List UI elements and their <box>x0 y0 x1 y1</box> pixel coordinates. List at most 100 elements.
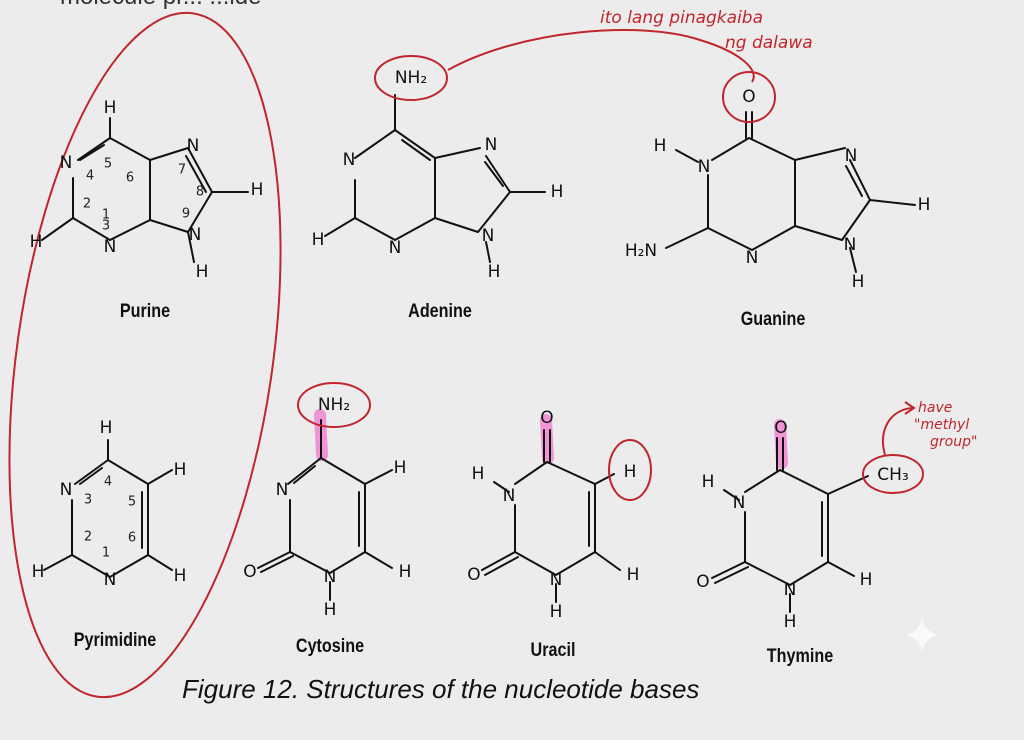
uracil-structure: O H N N O H H H Uracil <box>467 408 652 661</box>
atom-h: H <box>324 600 337 620</box>
atom-n: N <box>343 150 356 170</box>
purine-structure: H N N N N H H H 1 2 3 4 5 6 7 8 9 Purine <box>8 11 282 699</box>
atom-h: H <box>472 464 485 484</box>
atom-n: N <box>550 570 563 590</box>
ring-number: 3 <box>84 493 92 508</box>
methyl-note-arrow <box>882 407 913 456</box>
ring-number: 1 <box>102 208 110 223</box>
atom-h: H <box>551 182 564 202</box>
atom-ch3: CH₃ <box>877 465 908 485</box>
atom-h: H <box>784 612 797 632</box>
guanine-structure: O H N N N N H H H₂N Guanine <box>625 71 931 330</box>
atom-n: N <box>482 226 495 246</box>
atom-n: N <box>503 486 516 506</box>
label-cytosine: Cytosine <box>296 635 364 657</box>
atom-n: N <box>746 248 759 268</box>
note-methyl-line2: "methyl <box>914 417 969 433</box>
atom-n: N <box>187 136 200 156</box>
sparkle-icon <box>906 618 938 652</box>
label-pyrimidine: Pyrimidine <box>74 629 157 651</box>
atom-h: H <box>30 232 43 252</box>
highlight-mark <box>540 414 554 464</box>
thymine-ch3-circle <box>862 454 924 494</box>
atom-h: H <box>394 458 407 478</box>
ring-number: 1 <box>102 546 110 561</box>
uracil-hydrogen-circle <box>608 439 652 501</box>
atom-n: N <box>60 480 73 500</box>
atom-h: H <box>104 98 117 118</box>
atom-n: N <box>389 238 402 258</box>
atom-n: N <box>784 580 797 600</box>
atom-h: H <box>702 472 715 492</box>
figure-caption: Figure 12. Structures of the nucleotide … <box>182 674 699 704</box>
ring-number: 9 <box>182 207 190 222</box>
note-methyl-line3: group" <box>930 434 977 450</box>
atom-nh2: NH₂ <box>318 395 350 415</box>
atom-n: N <box>324 567 337 587</box>
atom-h: H <box>100 418 113 438</box>
atom-n: N <box>733 493 746 513</box>
label-adenine: Adenine <box>408 300 472 322</box>
atom-n: N <box>698 157 711 177</box>
atom-h: H <box>312 230 325 250</box>
atom-n: N <box>104 237 117 257</box>
arrow-head-icon <box>904 401 916 415</box>
atom-h: H <box>196 262 209 282</box>
cytosine-nh2-circle <box>297 382 371 428</box>
atom-n: N <box>189 225 202 245</box>
atom-h: H <box>174 566 187 586</box>
annotation-connector-line <box>447 29 755 83</box>
atom-h: H <box>852 272 865 292</box>
atom-h: H <box>399 562 412 582</box>
note-difference-line1: ito lang pinagkaiba <box>600 8 763 28</box>
thymine-structure: O H N N O H H CH₃ Thymine <box>696 418 924 667</box>
ring-number: 4 <box>104 475 112 490</box>
note-difference-line2: ng dalawa <box>725 33 813 53</box>
atom-h: H <box>174 460 187 480</box>
atom-o: O <box>243 562 256 582</box>
atom-h: H <box>860 570 873 590</box>
atom-o: O <box>696 572 709 592</box>
header-fragment: molecule pr... ...ide <box>60 0 261 10</box>
highlight-mark <box>774 419 788 469</box>
ring-number: 5 <box>104 157 112 172</box>
label-uracil: Uracil <box>531 639 576 661</box>
atom-h: H <box>624 462 637 482</box>
label-purine: Purine <box>120 300 170 322</box>
ring-number: 2 <box>83 197 91 212</box>
atom-n: N <box>845 146 858 166</box>
atom-o: O <box>774 418 787 438</box>
atom-n: N <box>485 135 498 155</box>
atom-h2n: H₂N <box>625 241 657 261</box>
atom-o: O <box>742 87 755 107</box>
atom-n: N <box>60 153 73 173</box>
purine-pyrimidine-circle <box>8 11 282 699</box>
ring-number: 3 <box>102 219 110 234</box>
cytosine-structure: NH₂ N N O H H H Cytosine <box>243 382 412 657</box>
ring-number: 6 <box>128 531 136 546</box>
ring-number: 8 <box>196 185 204 200</box>
adenine-nh2-circle <box>374 55 448 101</box>
ring-number: 2 <box>84 530 92 545</box>
atom-h: H <box>488 262 501 282</box>
atom-o: O <box>467 565 480 585</box>
adenine-structure: NH₂ N N N N H H H Adenine <box>312 55 564 322</box>
ring-number: 7 <box>178 163 186 178</box>
guanine-oxygen-circle <box>722 71 776 123</box>
atom-h: H <box>550 602 563 622</box>
note-methyl-line1: have <box>918 400 952 416</box>
atom-h: H <box>918 195 931 215</box>
atom-nh2: NH₂ <box>395 68 427 88</box>
label-guanine: Guanine <box>741 308 806 330</box>
atom-o: O <box>540 408 553 428</box>
pyrimidine-structure: H H N N H H 1 2 3 4 5 6 Pyrimidine <box>32 418 187 650</box>
atom-n: N <box>844 235 857 255</box>
atom-n: N <box>104 570 117 590</box>
ring-number: 5 <box>128 495 136 510</box>
atom-n: N <box>276 480 289 500</box>
atom-h: H <box>627 565 640 585</box>
atom-h: H <box>32 562 45 582</box>
label-thymine: Thymine <box>767 645 834 667</box>
ring-number: 4 <box>86 169 94 184</box>
